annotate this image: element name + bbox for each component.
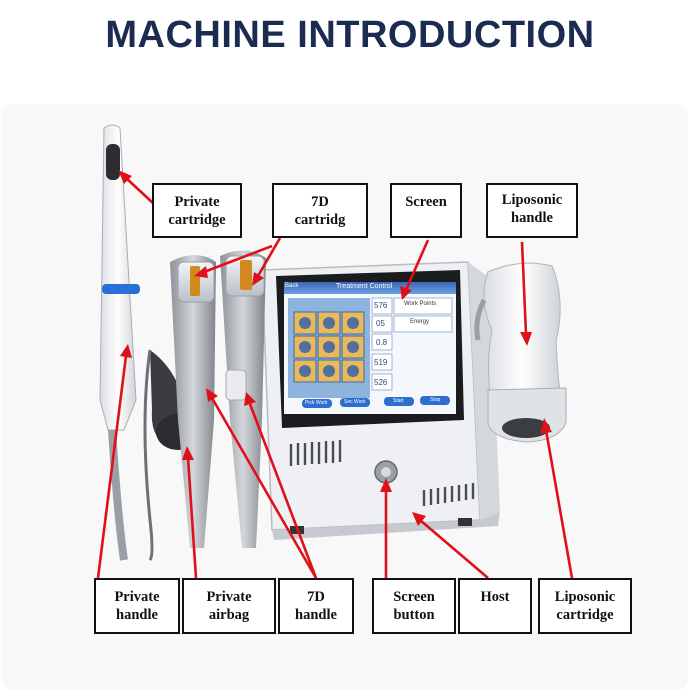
screen-button-start: Start (393, 398, 404, 404)
label-liposonic-cartridge: Liposonic cartridge (538, 578, 632, 634)
screen-work-points: Work Points (404, 301, 437, 307)
screen-value-1: 576 (374, 301, 388, 310)
screen-energy: Energy (410, 319, 430, 325)
label-line: 7D (307, 589, 325, 605)
screen-display (284, 282, 456, 414)
label-line: cartridge (556, 607, 614, 623)
screen-value-2: 05 (376, 319, 385, 328)
label-line: Screen (405, 194, 447, 210)
screen-value-3: 0.8 (376, 338, 388, 347)
screen-value-4: 519 (374, 358, 388, 367)
screen-back-label: Back (285, 283, 299, 289)
label-liposonic-handle: Liposonic handle (486, 183, 578, 238)
label-line: handle (295, 607, 337, 623)
label-private-cartridge: Private cartridge (152, 183, 242, 238)
label-line: Liposonic (554, 589, 616, 605)
label-screen: Screen (390, 183, 462, 238)
label-7d-cartridg: 7D cartridg (272, 183, 368, 238)
label-line: Private (174, 193, 220, 210)
screen-button-sec-work: Sec Work (344, 399, 366, 405)
label-host: Host (458, 578, 532, 634)
screen-button-stop: Stop (430, 397, 441, 403)
label-7d-handle: 7D handle (278, 578, 354, 634)
screen-header: Treatment Control (336, 283, 393, 290)
label-line: handle (116, 607, 158, 623)
label-screen-button: Screen button (372, 578, 456, 634)
seven-d-handle-right (220, 250, 266, 548)
liposonic-handle-device (474, 262, 567, 443)
screen-button-pick-work: Pick Work (305, 400, 328, 406)
label-line: button (393, 607, 435, 623)
label-line: airbag (208, 607, 250, 623)
label-line: handle (511, 210, 553, 226)
callout-arrows (96, 170, 574, 579)
label-line: Screen (393, 589, 435, 605)
page-title: MACHINE INTRODUCTION (105, 14, 595, 56)
label-line: Private (114, 589, 160, 605)
label-line: Liposonic (501, 192, 563, 208)
label-private-handle: Private handle (94, 578, 180, 634)
label-line: Host (480, 589, 510, 605)
label-line: cartridg (294, 211, 346, 228)
screen-value-5: 526 (374, 378, 388, 387)
private-handle-device (99, 124, 140, 561)
label-line: Private (206, 589, 252, 605)
label-line: cartridge (168, 211, 226, 228)
label-line: 7D (311, 193, 329, 210)
label-private-airbag: Private airbag (182, 578, 276, 634)
